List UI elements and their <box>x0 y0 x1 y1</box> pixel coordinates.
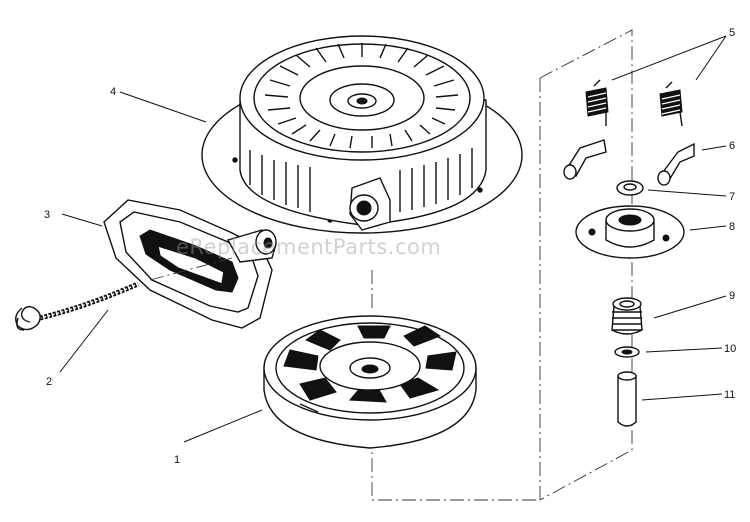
part-10-washer <box>614 346 640 358</box>
part-6-pawls <box>563 139 695 186</box>
callout-11: 11 <box>724 389 735 401</box>
part-2-starter-rope <box>15 257 233 331</box>
part-7-washer <box>616 180 644 196</box>
callout-2: 2 <box>46 376 52 388</box>
part-8-retainer-plate <box>575 205 685 259</box>
part-5-pawl-springs <box>585 79 683 127</box>
pulley-spokes <box>283 325 457 403</box>
callout-1: 1 <box>174 454 180 466</box>
part-3-starter-handle <box>103 199 277 329</box>
housing-side-vents <box>249 148 473 212</box>
leader-lines <box>59 35 727 443</box>
callout-9: 9 <box>729 290 735 302</box>
callout-4: 4 <box>110 86 116 98</box>
part-1-rope-pulley <box>263 315 477 449</box>
callout-5: 5 <box>729 27 735 39</box>
part-11-pin <box>617 371 637 427</box>
part-4-starter-housing <box>201 35 523 234</box>
callout-8: 8 <box>729 221 735 233</box>
part-9-spring <box>611 297 643 335</box>
housing-top-vents <box>264 43 459 149</box>
watermark-text: eReplacementParts.com <box>176 235 441 259</box>
callout-10: 10 <box>724 343 736 355</box>
callout-3: 3 <box>44 209 50 221</box>
callout-6: 6 <box>729 140 735 152</box>
callout-7: 7 <box>729 191 735 203</box>
